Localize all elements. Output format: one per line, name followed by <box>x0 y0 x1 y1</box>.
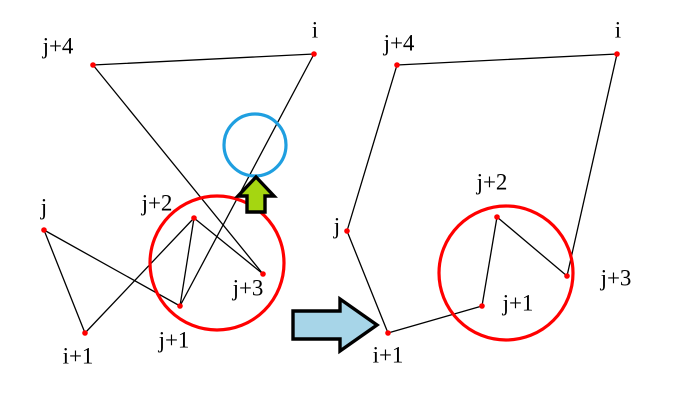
vertex-label-left-jp3: j+3 <box>232 275 264 300</box>
tour-edge-right-ip1-to-jp1 <box>387 305 483 334</box>
green-up-arrow <box>234 174 278 214</box>
tour-edge-right-j-to-ip1 <box>346 230 389 334</box>
vertex-right-jp1 <box>479 303 485 309</box>
vertex-label-left-jp4: j+4 <box>42 33 74 58</box>
arrows-layer <box>234 174 380 355</box>
tour-edge-left-jp2-to-jp1 <box>179 217 195 307</box>
vertex-right-jp3 <box>564 273 570 279</box>
vertex-left-j <box>41 227 47 233</box>
vertex-label-right-jp1: j+1 <box>502 290 534 315</box>
blue-right-arrow <box>291 295 380 355</box>
tour-edge-right-jp4-to-i <box>396 53 618 66</box>
vertex-label-right-jp2: j+2 <box>476 169 508 194</box>
tour-edge-right-jp3-to-i <box>566 53 618 277</box>
tour-edge-left-jp4-to-i <box>92 53 315 66</box>
tour-edge-left-jp4-to-jp3 <box>92 64 264 275</box>
labels-layer: j+4 i j j+2 j+3 j+1 i+1 j+4 i j j+2 j+3 j+1 i+1 <box>40 17 632 368</box>
tour-edge-left-i-to-jp1 <box>179 53 315 307</box>
vertex-label-left-jp2: j+2 <box>141 190 173 215</box>
edges-layer <box>43 53 618 334</box>
vertex-label-right-j: j <box>333 213 340 238</box>
vertex-right-i <box>614 51 620 57</box>
vertex-label-left-i: i <box>312 17 318 42</box>
tour-edge-left-jp2-to-jp3 <box>193 217 264 275</box>
vertex-left-jp2 <box>191 215 197 221</box>
vertex-right-j <box>344 228 350 234</box>
vertex-left-jp3 <box>260 271 266 277</box>
vertex-label-left-jp1: j+1 <box>158 327 190 352</box>
vertex-label-right-ip1: i+1 <box>373 342 404 367</box>
vertex-label-left-ip1: i+1 <box>63 343 94 368</box>
tour-edge-right-jp2-to-jp3 <box>496 216 568 277</box>
tour-edge-left-j-to-ip1 <box>43 229 86 334</box>
tour-edge-right-jp1-to-jp2 <box>481 216 498 307</box>
red-resolved-circle-right <box>437 204 575 342</box>
blue-crossing-circle-left <box>222 112 288 178</box>
vertex-label-left-j: j <box>40 194 47 219</box>
vertices-layer <box>41 51 620 336</box>
vertex-right-ip1 <box>385 330 391 336</box>
vertex-right-jp4 <box>394 62 400 68</box>
vertex-right-jp2 <box>494 214 500 220</box>
vertex-label-right-jp3: j+3 <box>600 265 632 290</box>
vertex-label-right-jp4: j+4 <box>383 30 415 55</box>
vertex-left-ip1 <box>82 330 88 336</box>
vertex-left-jp1 <box>177 303 183 309</box>
vertex-left-jp4 <box>90 62 96 68</box>
vertex-label-right-i: i <box>615 17 621 42</box>
tour-edge-right-jp4-to-j <box>346 64 398 232</box>
tour-edge-left-ip1-to-jp2 <box>84 217 195 334</box>
vertex-left-i <box>311 51 317 57</box>
red-crossing-circle-left <box>148 194 286 332</box>
